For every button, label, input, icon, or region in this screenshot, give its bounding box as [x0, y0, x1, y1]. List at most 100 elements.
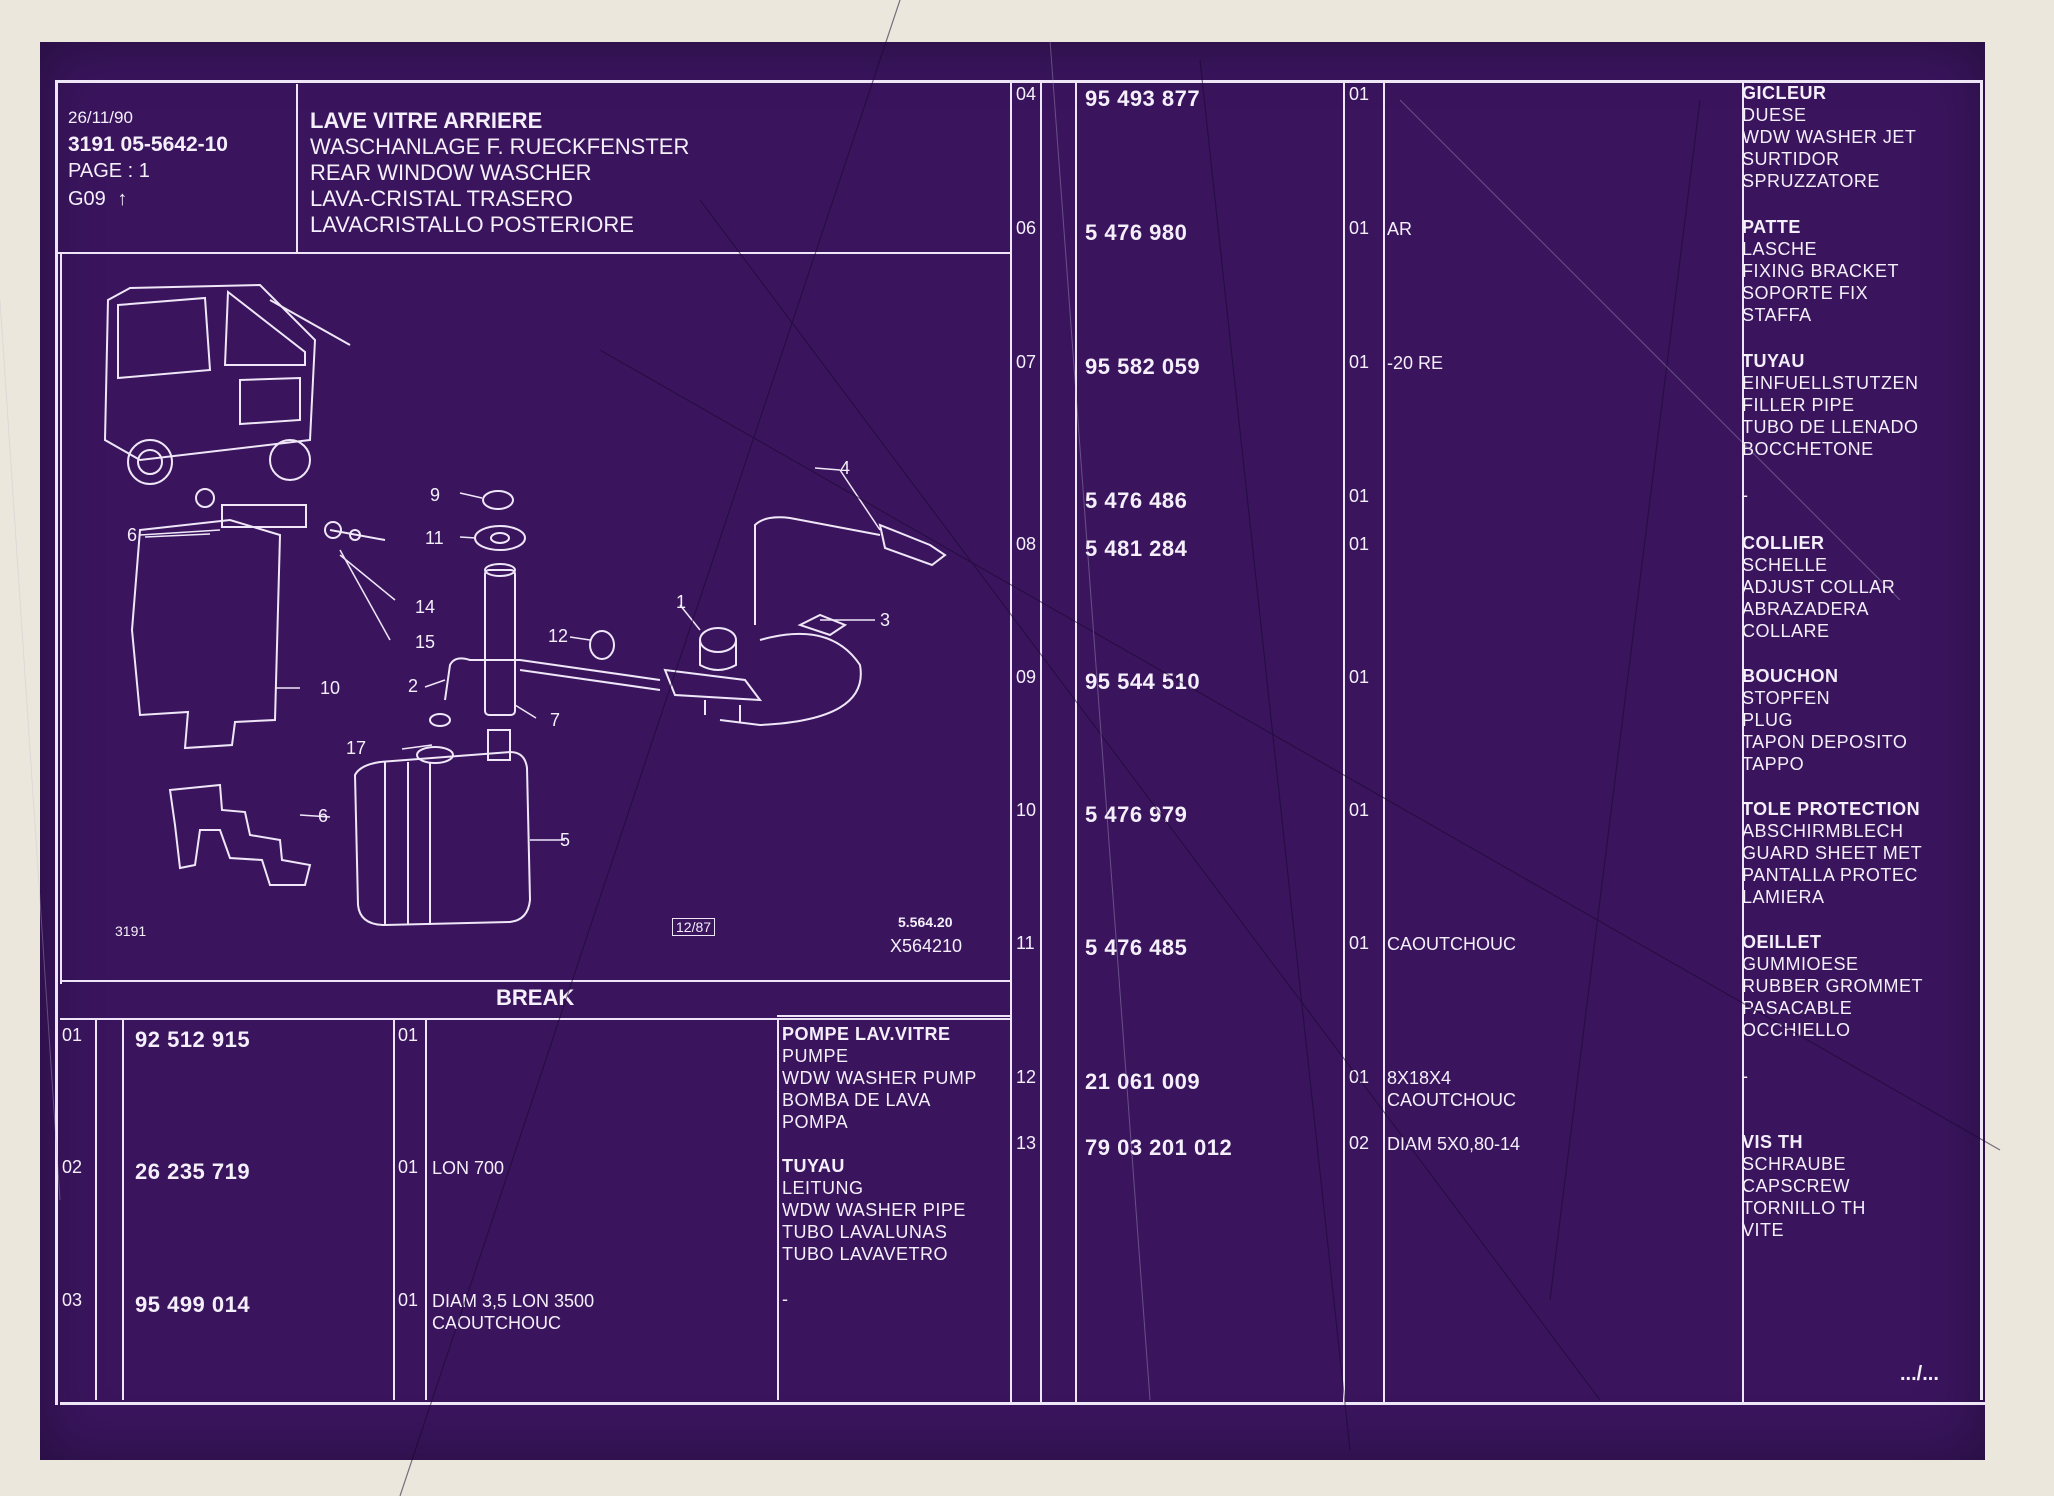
callout-6-bottom: 6 — [318, 806, 329, 826]
break-col-a — [95, 1020, 97, 1400]
description-main: TOLE PROTECTION — [1742, 799, 1921, 819]
description-main: OEILLET — [1742, 932, 1822, 952]
description-translation: PANTALLA PROTEC — [1742, 865, 1918, 885]
part-number: 95 493 877 — [1085, 86, 1201, 111]
description-translation: TUBO LAVALUNAS — [782, 1222, 948, 1242]
description-translation: ABRAZADERA — [1742, 599, 1870, 619]
title-line-fr: LAVE VITRE ARRIERE — [310, 108, 543, 133]
row-description: - — [1742, 1065, 1749, 1087]
row-quantity: 01 — [1349, 218, 1370, 238]
row-index: 11 — [1016, 933, 1035, 953]
description-main: BOUCHON — [1742, 666, 1839, 686]
title-line-de: WASCHANLAGE F. RUECKFENSTER — [310, 134, 690, 159]
description-translation: LAMIERA — [1742, 887, 1825, 907]
description-translation: RUBBER GROMMET — [1742, 976, 1924, 996]
arrow-up-icon: ↑ — [117, 188, 128, 210]
title-line-en: REAR WINDOW WASCHER — [310, 160, 592, 185]
continue-mark: .../... — [1900, 1363, 1939, 1385]
description-translation: PUMPE — [782, 1046, 849, 1066]
row-quantity: 01 — [1349, 352, 1370, 372]
description-translation: STAFFA — [1742, 305, 1812, 325]
row-index: 12 — [1016, 1067, 1037, 1087]
row-quantity: 01 — [1349, 800, 1370, 820]
description-translation: TORNILLO TH — [1742, 1198, 1866, 1218]
part-number: 95 582 059 — [1085, 354, 1201, 379]
part-number: 5 476 980 — [1085, 220, 1188, 245]
callout-6-top: 6 — [127, 525, 138, 545]
drawing-code: 3191 — [115, 923, 147, 939]
description-translation: GUARD SHEET MET — [1742, 843, 1923, 863]
drawing-ref-2: X564210 — [890, 936, 963, 956]
description-translation: ADJUST COLLAR — [1742, 577, 1896, 597]
description-translation: SCHELLE — [1742, 555, 1828, 575]
part-number: 5 481 284 — [1085, 536, 1188, 561]
callout-1: 1 — [676, 592, 687, 612]
microfiche-slide — [40, 42, 1985, 1460]
description-translation: TAPON DEPOSITO — [1742, 732, 1908, 752]
row-quantity: 01 — [1349, 534, 1370, 554]
part-number: 26 235 719 — [135, 1159, 251, 1184]
callout-2: 2 — [408, 676, 419, 696]
description-translation: SOPORTE FIX — [1742, 283, 1869, 303]
row-index: 06 — [1016, 218, 1037, 238]
description-translation: OCCHIELLO — [1742, 1020, 1851, 1040]
row-index: 10 — [1016, 800, 1037, 820]
page-title: LAVE VITRE ARRIERE WASCHANLAGE F. RUECKF… — [310, 108, 689, 238]
frame-left — [55, 80, 58, 1405]
description-translation: BOCCHETONE — [1742, 439, 1874, 459]
description-main: VIS TH — [1742, 1132, 1804, 1152]
break-desc-top — [777, 1015, 1012, 1017]
description-translation: DUESE — [1742, 105, 1807, 125]
description-translation: PASACABLE — [1742, 998, 1853, 1018]
col-line-e — [1383, 80, 1385, 1402]
frame-top — [55, 80, 1980, 83]
col-line-a — [1010, 80, 1012, 1402]
description-translation: WDW WASHER PIPE — [782, 1200, 966, 1220]
break-col-c — [393, 1020, 395, 1400]
row-index: 03 — [62, 1290, 83, 1310]
row-index: 08 — [1016, 534, 1037, 554]
part-number: 95 544 510 — [1085, 669, 1201, 694]
header-ref-code: 3191 05-5642-10 — [68, 133, 228, 156]
description-translation: LASCHE — [1742, 239, 1818, 259]
header-bottom-line — [55, 252, 1010, 254]
description-main: - — [782, 1289, 789, 1309]
description-main: - — [1742, 485, 1749, 505]
row-description: - — [1742, 484, 1749, 506]
header-date: 26/11/90 — [68, 108, 133, 127]
callout-9: 9 — [430, 485, 441, 505]
description-translation: TUBO DE LLENADO — [1742, 417, 1919, 437]
row-quantity: 01 — [398, 1290, 419, 1310]
title-line-it: LAVACRISTALLO POSTERIORE — [310, 212, 634, 237]
callout-4: 4 — [840, 458, 851, 478]
frame-bottom — [60, 1402, 1985, 1405]
row-quantity: 01 — [1349, 486, 1370, 506]
description-translation: FILLER PIPE — [1742, 395, 1855, 415]
break-col-d — [425, 1020, 427, 1400]
callout-7: 7 — [550, 710, 561, 730]
description-main: TUYAU — [1742, 351, 1805, 371]
callout-10: 10 — [320, 678, 341, 698]
description-translation: STOPFEN — [1742, 688, 1831, 708]
callout-12: 12 — [548, 626, 569, 646]
row-index: 01 — [62, 1025, 83, 1045]
header-divider — [296, 84, 298, 254]
description-translation: TAPPO — [1742, 754, 1805, 774]
callout-11: 11 — [425, 528, 444, 548]
description-translation: TUBO LAVAVETRO — [782, 1244, 949, 1264]
frame-right — [1980, 80, 1983, 1400]
drawing-box-left — [60, 254, 62, 984]
callout-3: 3 — [880, 610, 891, 630]
part-number: 92 512 915 — [135, 1027, 251, 1052]
description-translation: FIXING BRACKET — [1742, 261, 1900, 281]
drawing-box-bottom — [60, 980, 1012, 982]
row-note: 8X18X4 CAOUTCHOUC — [1387, 1068, 1516, 1110]
